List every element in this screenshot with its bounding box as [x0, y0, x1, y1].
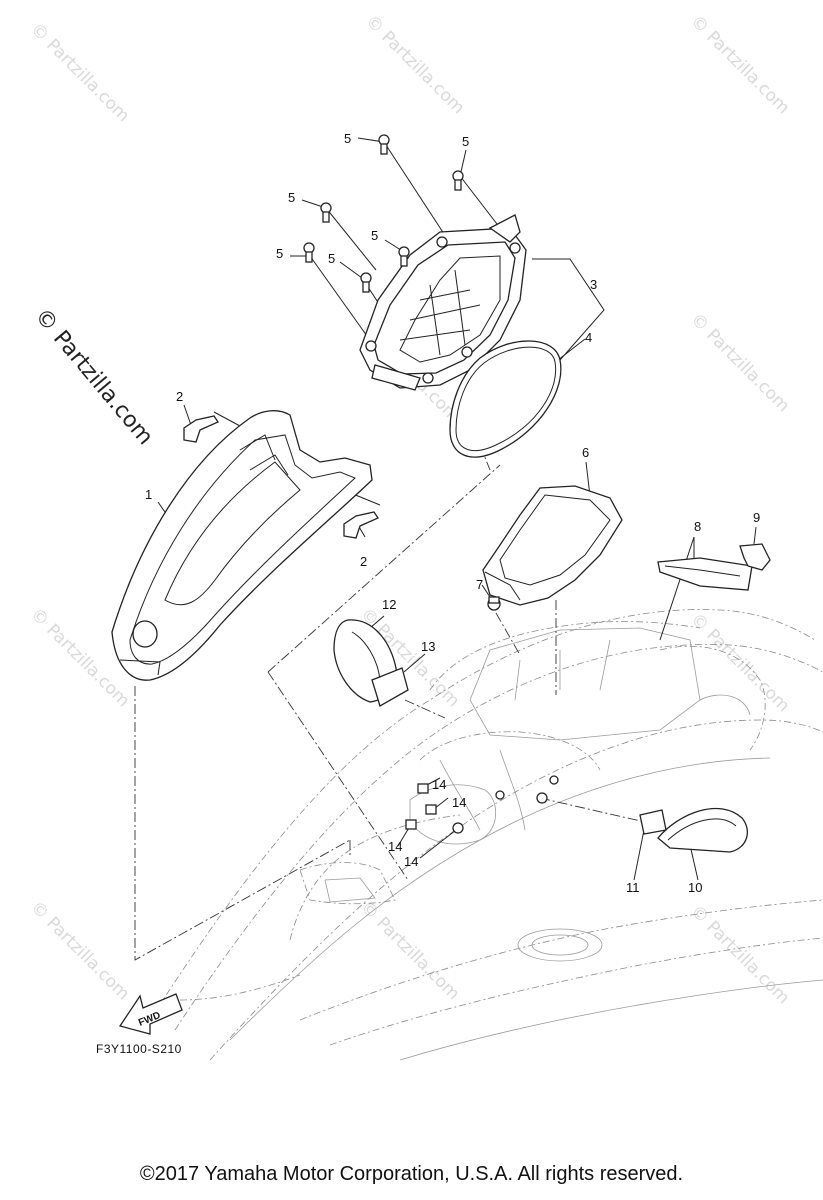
watermark-tile: © Partzilla.com: [26, 897, 133, 1004]
callout-14: 14: [404, 854, 418, 869]
watermark-tile: © Partzilla.com: [361, 11, 468, 118]
part-13-plate: [371, 667, 409, 707]
part-5-bolts: [303, 134, 464, 293]
hull-outline: [149, 609, 823, 1061]
callout-10: 10: [688, 880, 702, 895]
callout-4: 4: [585, 330, 592, 345]
callout-13: 13: [421, 639, 435, 654]
watermark-tile: © Partzilla.com: [356, 897, 463, 1004]
callout-5: 5: [371, 228, 378, 243]
watermark-tile: © Partzilla.com: [26, 19, 133, 126]
part-3-hatch-frame: [359, 214, 527, 391]
callout-6: 6: [582, 445, 589, 460]
figure-code: F3Y1100-S210: [96, 1042, 182, 1056]
part-1-front-hood: [111, 410, 373, 681]
callout-5: 5: [328, 251, 335, 266]
callout-14: 14: [452, 795, 466, 810]
callout-11: 11: [626, 880, 640, 895]
part-11-gasket: [639, 809, 667, 835]
callout-9: 9: [753, 510, 760, 525]
callout-14: 14: [388, 839, 402, 854]
callout-7: 7: [476, 577, 483, 592]
callout-12: 12: [382, 597, 396, 612]
callout-5: 5: [288, 190, 295, 205]
callout-2: 2: [176, 389, 183, 404]
part-2-clips: [183, 415, 379, 539]
part-8-lid: [657, 557, 753, 591]
callout-5: 5: [344, 131, 351, 146]
callout-2: 2: [360, 554, 367, 569]
watermark-side: © Partzilla.com: [29, 304, 157, 450]
callout-5: 5: [462, 134, 469, 149]
callout-3: 3: [590, 277, 597, 292]
part-10-mirror: [657, 807, 748, 853]
part-7-fastener: [487, 596, 501, 611]
part-4-gasket: [449, 340, 562, 458]
part-9-latch: [739, 543, 771, 571]
watermark-tile: © Partzilla.com: [686, 11, 793, 118]
callout-8: 8: [694, 519, 701, 534]
watermark-tile: © Partzilla.com: [686, 309, 793, 416]
part-14-nuts: [405, 775, 559, 834]
fwd-arrow: FWD: [118, 993, 183, 1035]
copyright-notice: ©2017 Yamaha Motor Corporation, U.S.A. A…: [139, 1163, 684, 1185]
watermark-tile: © Partzilla.com: [686, 901, 793, 1008]
callout-5: 5: [276, 246, 283, 261]
callout-14: 14: [432, 777, 446, 792]
callout-1: 1: [145, 487, 152, 502]
part-6-storage: [482, 485, 623, 606]
callouts: 5 5 5 5 5 5 3 4 2 6 1 8 9 2 7 12 13 14 1…: [145, 131, 760, 895]
